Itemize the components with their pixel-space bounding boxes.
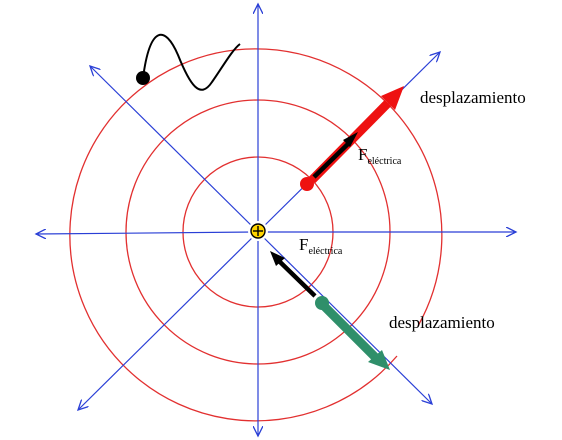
black-particle	[136, 71, 150, 85]
green-charge	[315, 296, 329, 310]
label-force-top: Feléctrica	[358, 145, 402, 167]
force-bottom-head	[270, 251, 285, 266]
label-displacement-top: desplazamiento	[420, 88, 526, 107]
force-arrow-top	[312, 132, 358, 179]
displacement-arrow-bottom	[319, 301, 390, 370]
force-bottom-shaft	[277, 259, 317, 298]
force-top-head	[343, 132, 358, 147]
displacement-top-head	[381, 86, 404, 110]
label-force-bottom: Feléctrica	[299, 235, 343, 257]
field-line-lower-left	[78, 231, 259, 410]
label-force-bottom-sub: eléctrica	[308, 246, 342, 257]
wavy-path	[142, 33, 241, 91]
field-lines	[36, 4, 516, 436]
field-line-left	[36, 232, 259, 234]
label-force-bottom-main: F	[299, 235, 308, 254]
red-charge	[300, 177, 314, 191]
displacement-bottom-shaft	[319, 301, 382, 364]
central-charge	[248, 221, 268, 241]
force-arrow-bottom	[270, 251, 317, 298]
equipotential-circle-3	[69, 48, 443, 422]
label-force-top-main: F	[358, 145, 367, 164]
field-line-lower-right	[257, 231, 432, 404]
label-force-top-sub: eléctrica	[367, 156, 401, 167]
wavy-trajectory	[136, 33, 241, 91]
field-line-upper-left	[90, 66, 259, 233]
label-displacement-bottom: desplazamiento	[389, 313, 495, 332]
displacement-bottom-head	[368, 350, 390, 370]
force-top-shaft	[312, 141, 351, 179]
